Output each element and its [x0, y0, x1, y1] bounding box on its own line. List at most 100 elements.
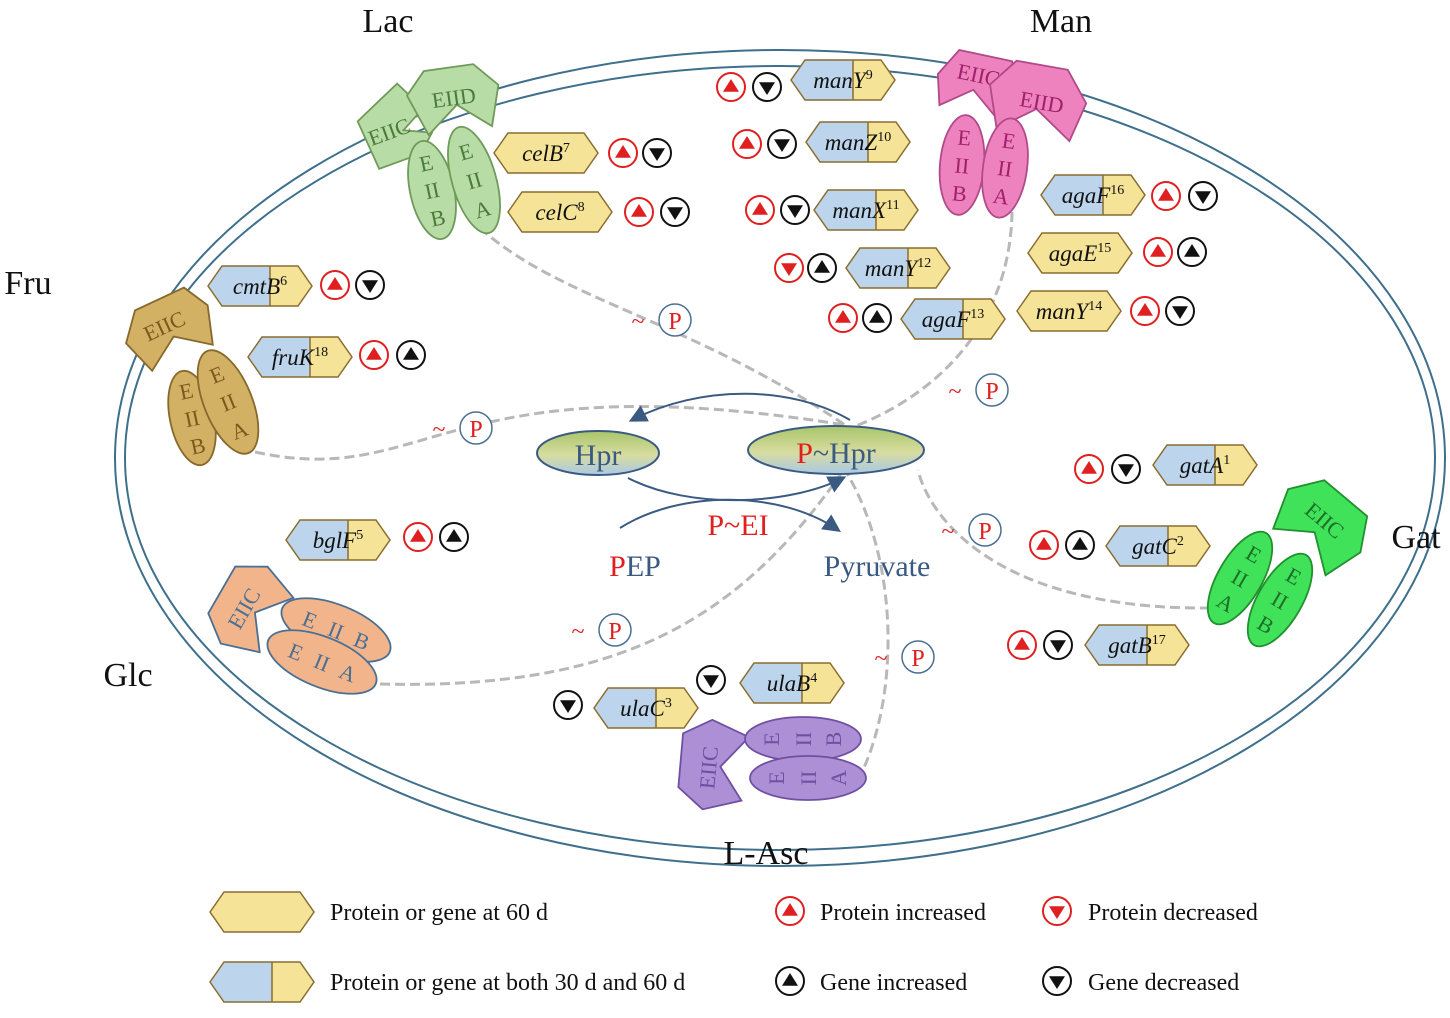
protein-increased-icon	[1029, 530, 1059, 560]
gene-name: ulaC3	[620, 696, 672, 721]
protein-increased-icon	[1074, 454, 1104, 484]
gene-increased-icon	[439, 522, 469, 552]
hpr-label: Hpr	[575, 439, 622, 472]
svg-text:~: ~	[572, 619, 585, 645]
svg-text:II: II	[996, 155, 1014, 182]
phosphoryl-man: ~ P	[949, 373, 1009, 407]
phospho-hpr-label: P~Hpr	[796, 437, 876, 470]
legend-protein-increased-icon	[775, 896, 805, 926]
gene-name: manZ10	[825, 130, 891, 155]
protein-increased-icon	[1130, 296, 1160, 326]
gene-decreased-icon	[767, 129, 797, 159]
gene-name: celC8	[535, 200, 584, 225]
phosphoryl-gat: ~ P	[942, 513, 1002, 547]
change-markers	[320, 72, 1218, 720]
svg-text:E: E	[957, 125, 973, 151]
system-label-gat: Gat	[1391, 519, 1441, 556]
glc-transporter: EIIC E II B E II A	[207, 565, 392, 695]
lac-eiib: E II B	[407, 139, 457, 241]
protein-increased-icon	[608, 138, 638, 168]
system-label-fru: Fru	[4, 265, 51, 302]
gat-eiib: E II B	[1246, 552, 1314, 648]
gene-decreased-icon	[553, 690, 583, 720]
gene-name: cmtB6	[233, 274, 287, 299]
svg-text:II: II	[796, 771, 821, 786]
gene-name: manY14	[1036, 299, 1102, 324]
gene-agaE: agaE15	[1027, 232, 1133, 274]
protein-increased-icon	[828, 303, 858, 333]
protein-increased-icon	[320, 270, 350, 300]
svg-text:P: P	[985, 379, 998, 405]
gene-manX: manX11	[813, 189, 919, 231]
gene-decreased-icon	[355, 270, 385, 300]
protein-increased-icon	[1143, 237, 1173, 267]
gene-manZ: manZ10	[805, 121, 911, 163]
svg-text:B: B	[428, 204, 448, 232]
legend-label-gene-increased: Gene increased	[820, 970, 967, 996]
svg-text:A: A	[991, 183, 1010, 210]
svg-text:II: II	[954, 152, 971, 178]
gene-name: bglF5	[313, 528, 363, 553]
legend-hex-60d-shape	[209, 891, 315, 933]
gene-gatA: gatA1	[1152, 444, 1258, 486]
arrow-pep-to-pyruvate	[619, 498, 841, 533]
phosphoryl-fru: ~ P	[433, 411, 493, 445]
gene-increased-icon	[396, 340, 426, 370]
phosphoryl-asc: ~ P	[875, 640, 935, 674]
gene-name: agaF13	[922, 307, 985, 332]
gene-name: ulaB4	[767, 671, 817, 696]
svg-text:E: E	[456, 138, 476, 166]
lac-transporter: EIIC EIID E II B E II A	[356, 63, 501, 241]
gene-decreased-icon	[642, 138, 672, 168]
svg-text:P: P	[911, 646, 924, 672]
svg-text:E: E	[1000, 127, 1017, 154]
protein-increased-icon	[732, 129, 762, 159]
legend-label-60d: Protein or gene at 60 d	[330, 900, 548, 926]
svg-text:A: A	[826, 770, 851, 786]
legend-hex-both-shape	[209, 961, 315, 1003]
gene-increased-icon	[807, 253, 837, 283]
svg-text:~: ~	[632, 309, 645, 335]
svg-text:E: E	[177, 377, 195, 404]
hpr-cycle: Hpr P~Hpr P~EI PEP Pyruvate	[536, 392, 930, 583]
pei-label: P~EI	[707, 509, 768, 542]
gene-agaF13: agaF13	[900, 298, 1006, 340]
gene-name: gatC2	[1132, 534, 1184, 559]
svg-text:~: ~	[433, 417, 446, 443]
gene-name: manY9	[813, 68, 872, 93]
system-label-lac: Lac	[363, 3, 414, 40]
glc-eiia: E II A	[266, 629, 378, 695]
gene-manY12: manY12	[845, 247, 951, 289]
protein-increased-icon	[775, 896, 805, 926]
protein-decreased-icon	[774, 253, 804, 283]
gene-decreased-icon	[780, 195, 810, 225]
gene-increased-icon	[775, 966, 805, 996]
protein-increased-icon	[745, 195, 775, 225]
svg-text:A: A	[471, 195, 493, 223]
svg-text:P: P	[469, 417, 482, 443]
fru-transporter: EIIC E II B E II A	[125, 286, 260, 467]
legend: Protein or gene at 60 d Protein or gene …	[209, 891, 1258, 1003]
svg-text:B: B	[821, 732, 846, 747]
gene-name: celB7	[522, 141, 570, 166]
pep-label: PEP	[609, 550, 661, 583]
gene-name: agaE15	[1049, 241, 1112, 266]
svg-text:II: II	[464, 166, 485, 194]
svg-text:P: P	[608, 619, 621, 645]
svg-text:~: ~	[942, 519, 955, 545]
gene-ulaC: ulaC3	[593, 687, 699, 729]
gene-decreased-icon	[660, 197, 690, 227]
arrow-phpr-to-hpr	[628, 392, 851, 422]
asc-transporter: EIIC E II B E II A	[677, 716, 867, 811]
protein-increased-icon	[624, 197, 654, 227]
legend-label-protein-increased: Protein increased	[820, 900, 986, 926]
protein-increased-icon	[359, 340, 389, 370]
svg-text:B: B	[188, 432, 208, 460]
gene-name: fruK18	[272, 345, 328, 370]
outer-membrane	[114, 49, 1446, 867]
system-label-glc: Glc	[103, 657, 152, 694]
svg-text:E: E	[759, 732, 784, 745]
asc-eiia: E II A	[749, 755, 867, 801]
